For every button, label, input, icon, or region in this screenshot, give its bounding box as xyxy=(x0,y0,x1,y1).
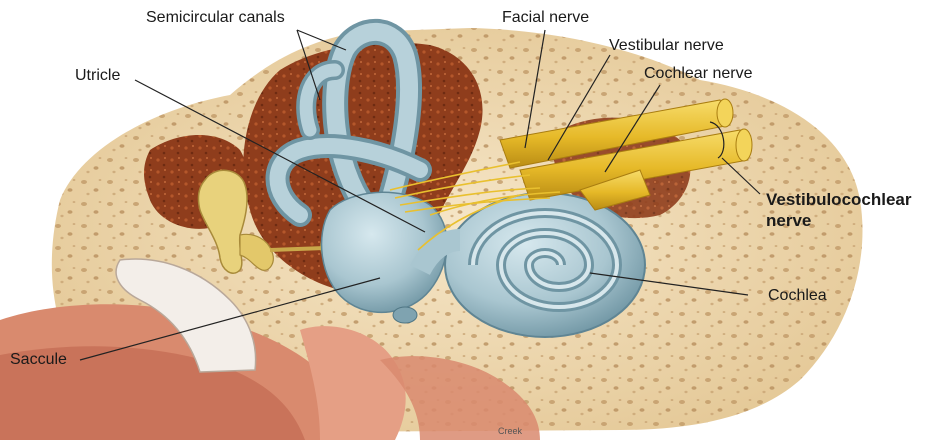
label-utricle: Utricle xyxy=(75,66,120,86)
label-facial-nerve: Facial nerve xyxy=(502,8,589,28)
label-vestibulocochlear-line1: Vestibulocochlear xyxy=(766,190,912,210)
label-vestibulocochlear-line2: nerve xyxy=(766,211,811,231)
label-vestibular-nerve: Vestibular nerve xyxy=(609,36,724,56)
label-saccule: Saccule xyxy=(10,350,67,370)
round-window xyxy=(393,307,417,323)
label-cochlear-nerve: Cochlear nerve xyxy=(644,64,753,84)
artist-credit: Creek xyxy=(498,426,522,436)
label-semicircular-canals: Semicircular canals xyxy=(146,8,285,28)
label-cochlea: Cochlea xyxy=(768,286,827,306)
